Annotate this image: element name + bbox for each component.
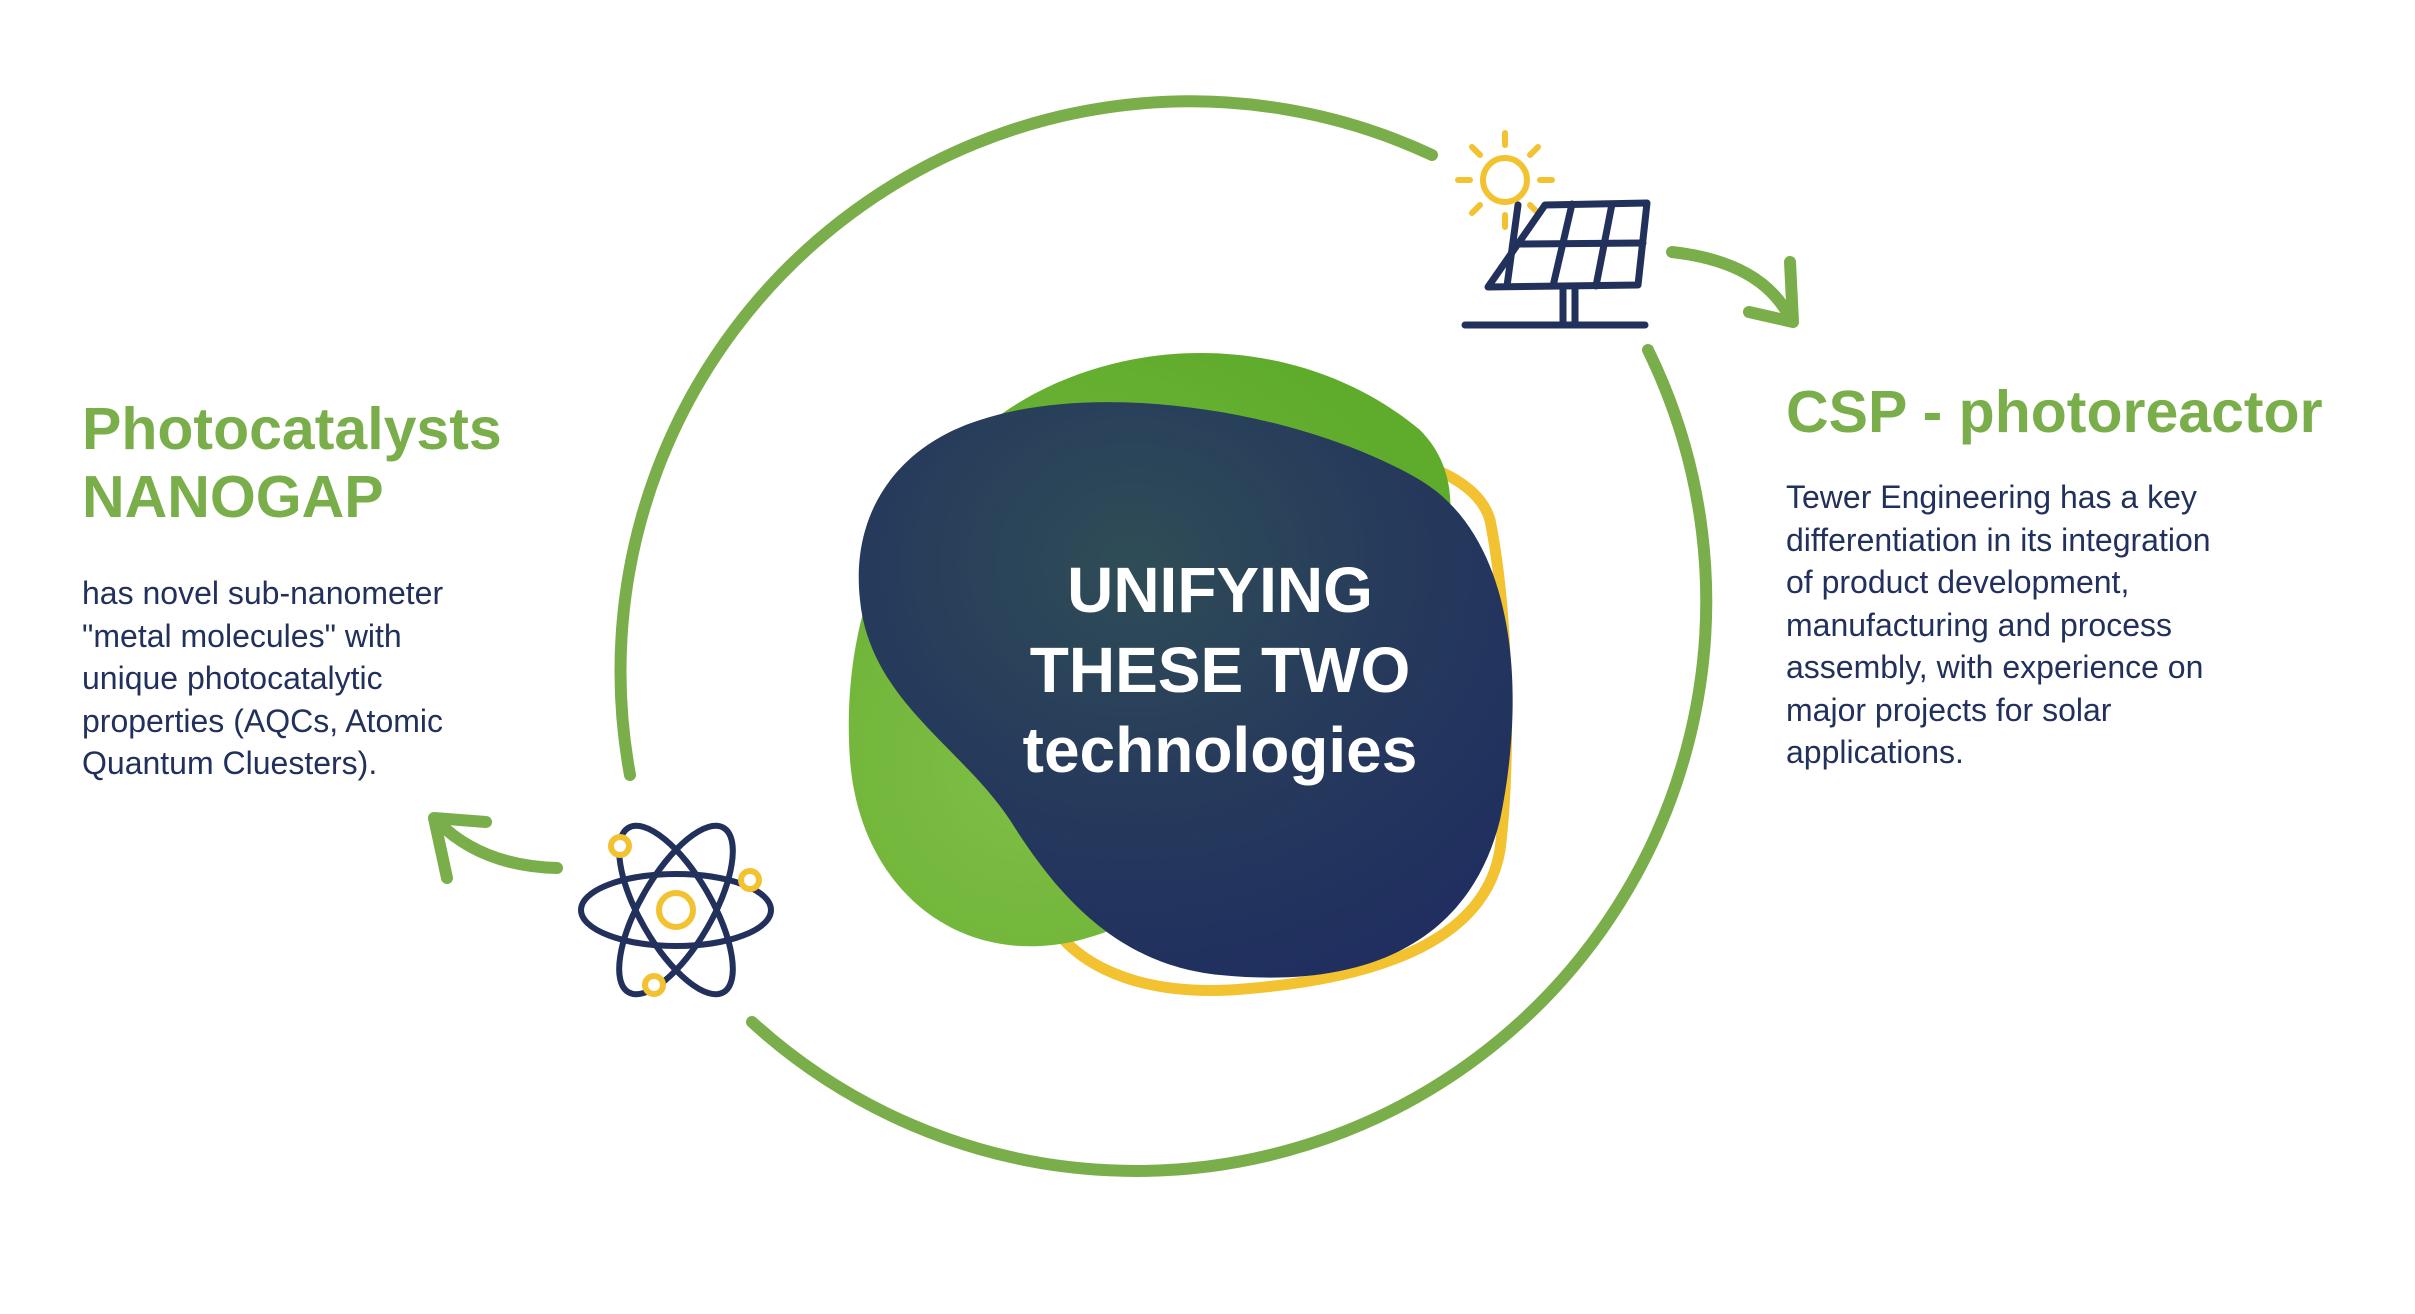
ring-arc-right	[746, 344, 1713, 1177]
right-desc-line-5: assembly, with experience on	[1786, 649, 2204, 685]
arrow-right	[1666, 246, 1799, 328]
right-desc-line-2: differentiation in its integration	[1786, 521, 2211, 558]
center-line-3: technologies	[1022, 714, 1418, 786]
photocatalysts-title: Photocatalysts NANOGAP	[82, 395, 642, 531]
center-heading: UNIFYING THESE TWO technologies	[940, 550, 1500, 790]
left-desc-line-1: has novel sub-nanometer	[82, 575, 444, 611]
csp-description: Tewer Engineering has a key differentiat…	[1786, 476, 2306, 774]
left-title-line-1: Photocatalysts	[82, 396, 502, 462]
left-desc-line-4: properties (AQCs, Atomic	[82, 702, 443, 739]
left-desc-line-5: Quantum Cluesters).	[82, 745, 378, 781]
navy-blob	[858, 402, 1513, 978]
cycle-ring	[614, 95, 1713, 1177]
center-blob	[848, 353, 1513, 996]
photocatalysts-description: has novel sub-nanometer "metal molecules…	[82, 572, 542, 785]
left-title-line-2: NANOGAP	[82, 464, 384, 530]
solar-panel-icon	[1455, 130, 1651, 329]
arrow-left	[428, 812, 563, 884]
right-desc-line-6: major projects for solar	[1786, 691, 2112, 728]
left-desc-line-2: "metal molecules" with	[82, 617, 402, 654]
right-desc-line-1: Tewer Engineering has a key	[1786, 479, 2197, 515]
right-desc-line-3: of product development,	[1786, 564, 2130, 600]
center-line-2: THESE TWO	[1029, 634, 1411, 706]
left-desc-line-3: unique photocatalytic	[82, 660, 383, 696]
csp-title: CSP - photoreactor	[1786, 379, 2323, 445]
center-line-1: UNIFYING	[1067, 554, 1373, 626]
right-desc-line-7: applications.	[1786, 734, 1964, 770]
right-desc-line-4: manufacturing and process	[1786, 606, 2172, 643]
ring-arc-top-left	[614, 95, 1438, 781]
atom-icon	[578, 822, 774, 998]
sun-icon	[1455, 130, 1555, 230]
